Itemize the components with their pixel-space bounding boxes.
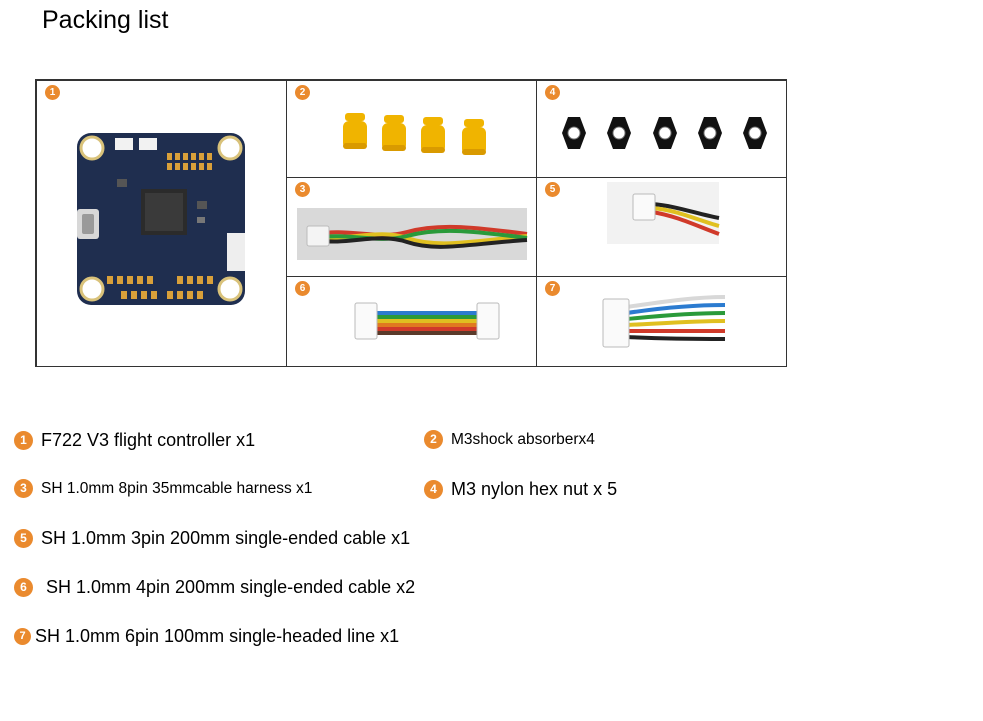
badge-7: 7 [545,281,560,296]
item-badge: 3 [14,479,33,498]
4pin-cable-image [354,302,500,340]
cell-3pin-cable: 5 [536,177,787,277]
item-badge: 2 [424,430,443,449]
item-text: SH 1.0mm 8pin 35mmcable harness x1 [41,479,313,497]
item-badge: 5 [14,529,33,548]
list-item: 5 SH 1.0mm 3pin 200mm single-ended cable… [14,528,410,549]
item-text: M3 nylon hex nut x 5 [451,479,618,499]
packing-grid: 1 [35,79,787,367]
3pin-cable-image [607,182,720,244]
item-badge: 1 [14,431,33,450]
hex-nut-image [562,117,767,149]
badge-5: 5 [545,182,560,197]
list-item: 6 SH 1.0mm 4pin 200mm single-ended cable… [14,577,415,598]
cell-8pin-harness: 3 [286,177,537,277]
list-item: 7 SH 1.0mm 6pin 100mm single-headed line… [14,626,399,647]
list-item: 3 SH 1.0mm 8pin 35mmcable harness x1 [14,479,312,498]
shock-absorber-image [343,113,486,155]
list-item: 2 M3shock absorberx4 [424,430,595,449]
cell-6pin-cable: 7 [536,276,787,367]
list-item: 1 F722 V3 flight controller x1 [14,430,255,451]
item-text: M3shock absorberx4 [451,430,595,448]
item-text: F722 V3 flight controller x1 [41,430,256,450]
flight-controller-image [77,133,245,305]
cell-hex-nut: 4 [536,80,787,178]
item-text: SH 1.0mm 3pin 200mm single-ended cable x… [41,528,411,548]
cell-4pin-cable: 6 [286,276,537,367]
badge-2: 2 [295,85,310,100]
badge-4: 4 [545,85,560,100]
8pin-harness-image [297,208,528,260]
cell-shock-absorber: 2 [286,80,537,178]
item-badge: 7 [14,628,31,645]
page-title: Packing list [42,6,169,34]
list-item: 4 M3 nylon hex nut x 5 [424,479,617,500]
cell-flight-controller: 1 [36,80,287,367]
item-text: SH 1.0mm 6pin 100mm single-headed line x… [35,626,400,646]
item-text: SH 1.0mm 4pin 200mm single-ended cable x… [41,577,416,597]
item-badge: 6 [14,578,33,597]
badge-6: 6 [295,281,310,296]
item-badge: 4 [424,480,443,499]
6pin-cable-image [602,295,726,348]
badge-1: 1 [45,85,60,100]
badge-3: 3 [295,182,310,197]
